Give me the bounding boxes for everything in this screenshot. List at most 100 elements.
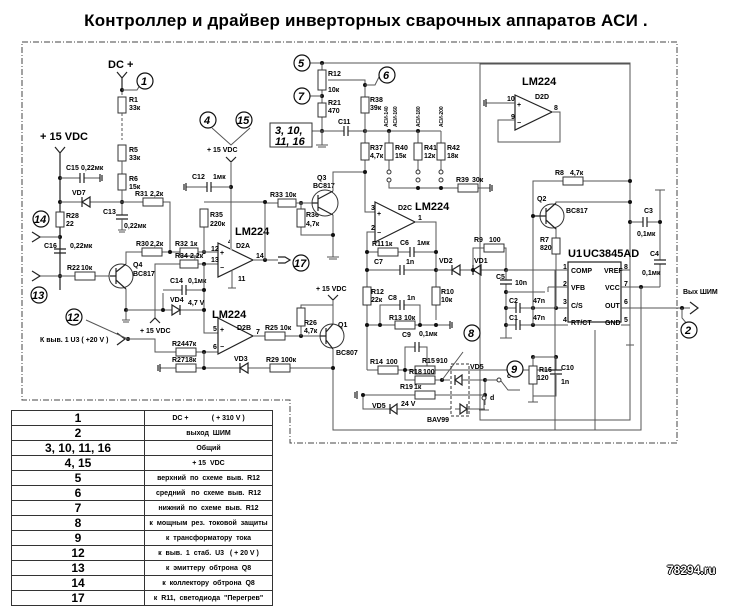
vd5-label: VD5 (470, 364, 484, 371)
legend-pin: 5 (11, 470, 145, 486)
u1-pin-vref: VREF (604, 268, 623, 275)
d2a-input-network: R31 2,2к R30 2,2к R32 1к R34 2,2к C14 0,… (122, 191, 218, 335)
r30-label: R30 (136, 241, 149, 248)
r14-value: 100 (386, 359, 398, 366)
c9-value: 0,1мк (419, 331, 438, 338)
c16-label: C16 (44, 243, 57, 250)
vd3-label: VD3 (234, 356, 248, 363)
r7-label: R7 (540, 237, 549, 244)
r11-value: 1к (385, 241, 393, 248)
q4-transistor: Q4 BC817 (108, 251, 205, 323)
connector-6: 6 (383, 70, 390, 82)
c15-label: C15 (66, 165, 79, 172)
r16-value: 120 (537, 375, 549, 382)
connector-13: 13 (32, 290, 44, 302)
c14-value: 0,1мк (188, 278, 207, 285)
pin: 2 (371, 225, 375, 232)
c12-label: C12 (192, 174, 205, 181)
legend-pin: 3, 10, 11, 16 (11, 440, 145, 456)
connector-1: 1 (141, 76, 147, 88)
pin: 14 (256, 253, 264, 260)
r19-value: 1к (414, 384, 422, 391)
q3-label: Q3 (317, 175, 326, 182)
r28-label: R28 (66, 213, 79, 220)
r21-value: 470 (328, 108, 340, 115)
legend-description: Общий (144, 440, 273, 456)
connector-4: 4 (203, 115, 210, 127)
r18-label: R18 (409, 369, 422, 376)
asi-label: АСИ-160 (393, 106, 399, 127)
r5-value: 33к (129, 155, 141, 162)
u1-type: UC3845AD (583, 248, 639, 260)
r12-label: R12 (328, 71, 341, 78)
asi-label: АСИ-180 (416, 106, 422, 127)
r42-label: R42 (447, 145, 460, 152)
pin: 3 (371, 205, 375, 212)
r9-label: R9 (474, 237, 483, 244)
c4-label: C4 (650, 251, 659, 258)
legend-pin: 14 (11, 575, 145, 591)
d2a-type: LM224 (235, 226, 270, 238)
r35-label: R35 (210, 212, 223, 219)
vd4-value: 4,7 V (188, 300, 205, 307)
svg-text:+: + (220, 250, 224, 257)
legend-description: верхний по схеме выв. R12 (144, 470, 273, 486)
c10-value: 1n (561, 379, 569, 386)
opamp-d2c: +− LM224 D2C 3 2 1 R11 1к C6 1мк C7 1n R… (362, 201, 454, 370)
numbered-connectors: 1 2 4 5 6 7 8 9 12 13 14 15 17 (30, 54, 698, 378)
legend-description: выход ШИМ (144, 425, 273, 441)
c5-value: 10n (515, 280, 527, 287)
legend-description: нижний по схеме выв. R12 (144, 500, 273, 516)
pin: 8 (624, 264, 628, 271)
r39-value: 30к (472, 177, 484, 184)
u1-pin-vcc: VCC (605, 285, 620, 292)
current-protection: R14 100 R15 910 R18 100 VD5 BAV99 c R19 … (354, 342, 550, 424)
r24-value: 47к (185, 341, 197, 348)
u1-uc3845: U1 UC3845AD COMP VFB C/S RT/CT VREF VCC … (506, 218, 690, 431)
asi-selector: R38 39к R37 4,7к R40 15к R41 12к R42 18к… (360, 96, 493, 213)
watermark: 78294.ru (667, 563, 716, 577)
c13-value: 0,22мк (124, 223, 147, 230)
r34-value: 2,2к (190, 253, 204, 260)
d2c-label: D2C (398, 205, 412, 212)
r25-value: 10к (280, 325, 292, 332)
r28-value: 22 (66, 221, 74, 228)
legend-pin: 13 (11, 560, 145, 576)
c4-value: 0,1мк (642, 270, 661, 277)
r13-value: 10к (404, 315, 416, 322)
pin: 2 (563, 281, 567, 288)
r14-label: R14 (370, 359, 383, 366)
r11-label: R11 (372, 241, 385, 248)
r6-label: R6 (129, 176, 138, 183)
common-box-line1: 3, 10, (275, 125, 303, 137)
r33-label: R33 (270, 192, 283, 199)
q3-transistor: Q3 BC817 (311, 171, 365, 260)
r36-label: R36 (306, 212, 319, 219)
vd1-label: VD1 (474, 258, 488, 265)
r10-label: R10 (441, 289, 454, 296)
r12b-value: 22к (371, 297, 383, 304)
board-frame (21, 41, 678, 444)
pin: 12 (211, 246, 219, 253)
c3-value: 0,1мк (637, 231, 656, 238)
legend-description: к выв. 1 стаб. U3 ( + 20 V ) (144, 545, 273, 561)
connector-2: 2 (684, 325, 691, 337)
c16-value: 0,22мк (70, 243, 93, 250)
r21-label: R21 (328, 100, 341, 107)
r1-label: R1 (129, 97, 138, 104)
r40-value: 15к (395, 153, 407, 160)
feedback-diodes: VD2 VD1 R9 100 C5 10n C2 47n C1 47n (436, 237, 545, 339)
u1-pin-comp: COMP (571, 268, 592, 275)
r42-value: 18к (447, 153, 459, 160)
pin: 1 (563, 264, 567, 271)
u1-pin-vfb: VFB (571, 285, 585, 292)
r37-value: 4,7к (370, 153, 384, 160)
legend-pin: 4, 15 (11, 455, 145, 471)
pin: 3 (563, 299, 567, 306)
svg-text:−: − (517, 120, 521, 127)
